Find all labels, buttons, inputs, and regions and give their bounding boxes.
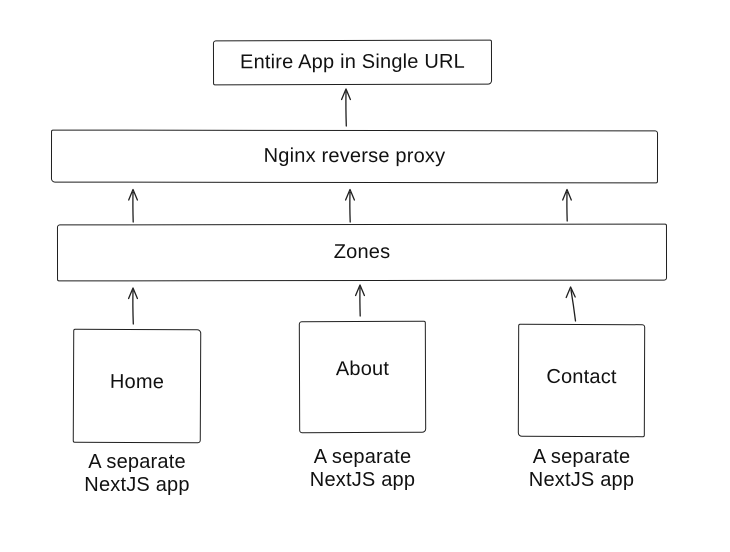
contact-app-caption: A separate NextJS app	[518, 446, 645, 492]
up-arrow-zones-to-proxy-center	[344, 188, 356, 223]
contact-caption-line1: A separate	[532, 446, 631, 468]
up-arrow-zones-to-proxy-right	[562, 188, 572, 222]
up-arrow-home-to-zones	[127, 287, 139, 325]
nginx-reverse-proxy-bar: Nginx reverse proxy	[50, 129, 659, 184]
home-caption-line2: NextJS app	[84, 474, 190, 496]
about-app-caption: A separate NextJS app	[299, 446, 426, 492]
about-caption-line1: A separate	[313, 446, 412, 468]
home-app-box: Home	[72, 328, 202, 444]
up-arrow-contact-to-zones	[565, 286, 577, 322]
zones-label: Zones	[333, 240, 391, 264]
up-arrow-about-to-zones	[354, 284, 366, 317]
zones-bar: Zones	[56, 223, 668, 282]
home-caption-line1: A separate	[88, 451, 186, 473]
entire-app-label: Entire App in Single URL	[240, 50, 465, 74]
contact-app-label: Contact	[546, 365, 617, 389]
about-caption-line2: NextJS app	[309, 469, 416, 491]
entire-app-box: Entire App in Single URL	[212, 39, 493, 86]
home-app-label: Home	[109, 370, 165, 393]
contact-caption-line2: NextJS app	[528, 469, 635, 491]
about-app-box: About	[298, 320, 427, 434]
contact-app-box: Contact	[517, 323, 646, 438]
about-app-label: About	[335, 357, 390, 380]
up-arrow-zones-to-proxy-left	[128, 188, 139, 223]
nginx-reverse-proxy-label: Nginx reverse proxy	[263, 144, 446, 168]
up-arrow-proxy-to-title	[340, 88, 352, 127]
home-app-caption: A separate NextJS app	[73, 451, 201, 497]
